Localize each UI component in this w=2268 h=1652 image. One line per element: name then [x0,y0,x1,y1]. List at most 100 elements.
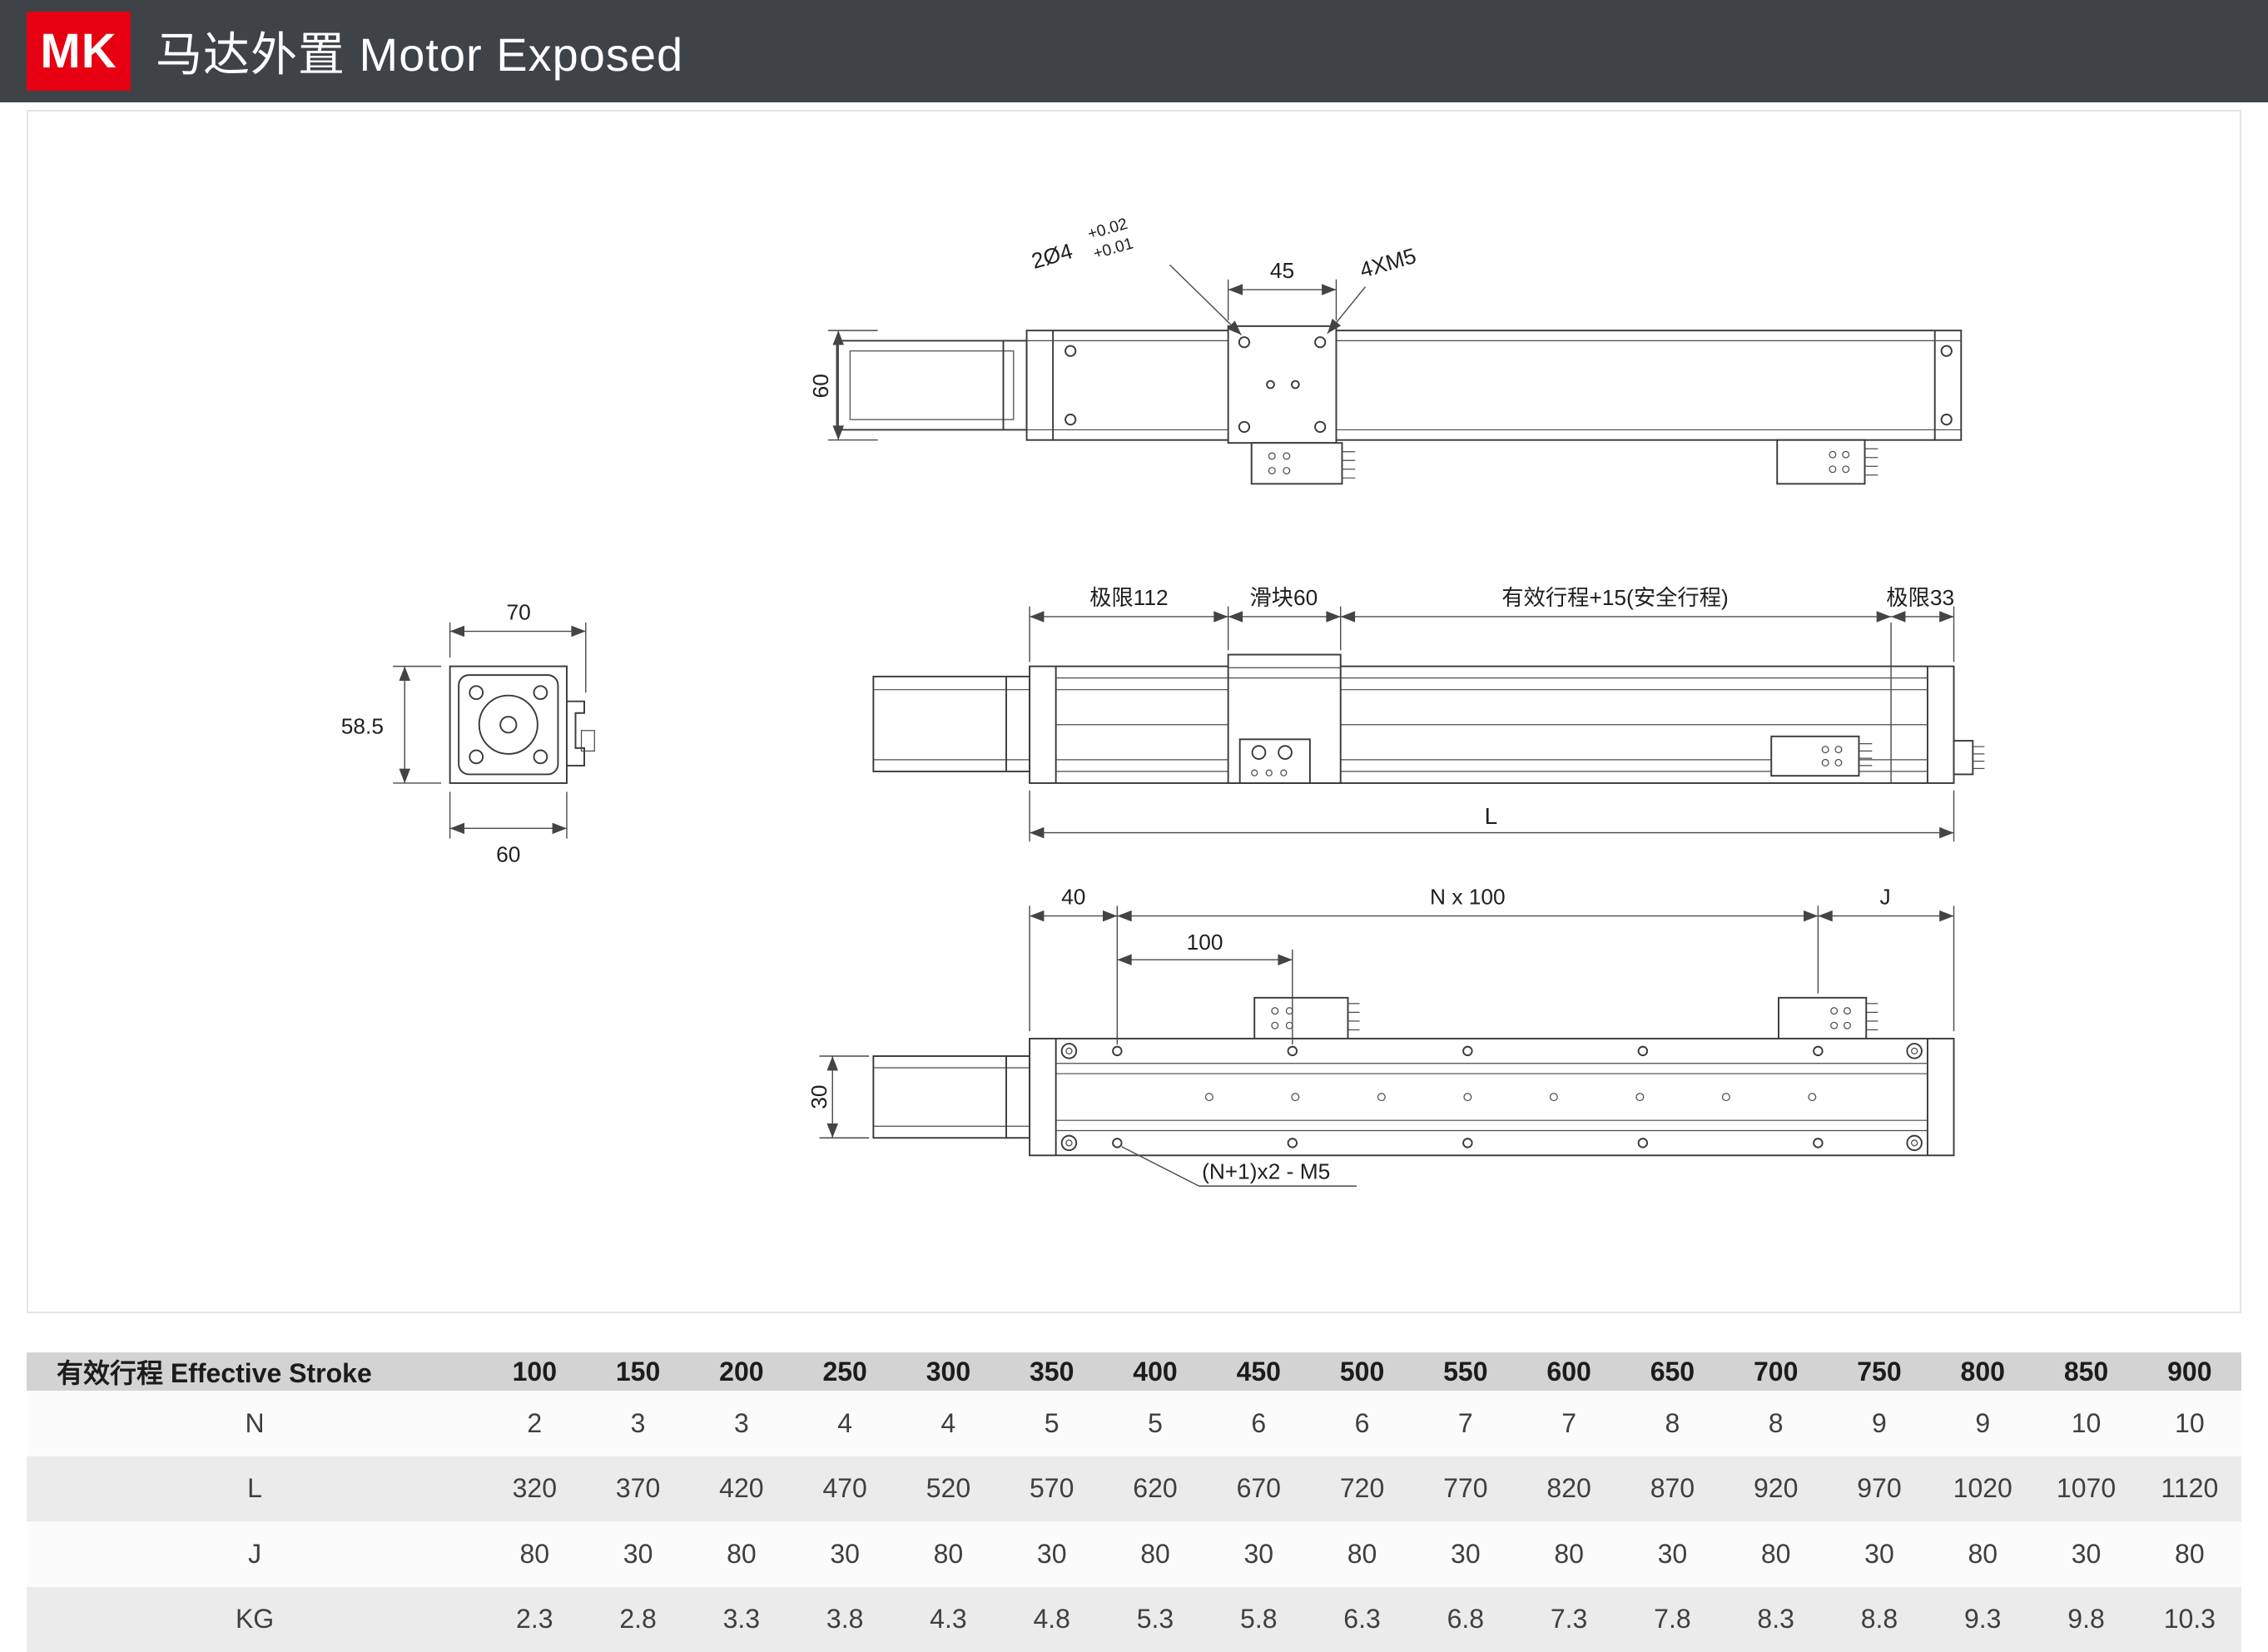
section-view [449,665,595,784]
sensor-block-side [1770,735,1860,777]
spec-cell: 4 [896,1391,1000,1456]
spec-cell: 520 [896,1456,1000,1521]
spec-cell: 4 [793,1391,897,1456]
spec-cell: 4.3 [896,1586,1000,1652]
dim-hole-callout: 2Ø4 [1029,238,1075,274]
dim-overall-length: L [1485,803,1498,829]
spec-cell: 30 [586,1521,690,1587]
dim-end-offset-j: J [1879,885,1890,910]
stroke-col-500: 500 [1310,1352,1414,1391]
spec-cell: 80 [1103,1521,1208,1587]
spec-cell: 4.8 [1000,1586,1104,1652]
motor-flange [458,674,559,776]
spec-cell: 30 [1207,1521,1311,1587]
stroke-col-550: 550 [1413,1352,1517,1391]
spec-cell: 7.3 [1516,1586,1621,1652]
spec-cell: 2.3 [483,1586,587,1652]
motor-side [872,675,1031,772]
spec-cell: 8 [1620,1391,1725,1456]
stroke-col-700: 700 [1724,1352,1828,1391]
stroke-col-900: 900 [2137,1352,2241,1391]
spec-cell: 2.8 [586,1586,690,1652]
stroke-col-650: 650 [1620,1352,1725,1391]
carriage-side [1227,653,1342,784]
spec-cell: 3.3 [689,1586,793,1652]
spec-cell: 720 [1310,1456,1414,1521]
carriage-top [1227,325,1337,444]
end-connector-side [1953,740,1974,776]
sensor-block-top [1776,439,1866,485]
row-label-J: J [27,1521,484,1587]
spec-cell: 2 [483,1391,587,1456]
stroke-col-600: 600 [1516,1352,1621,1391]
row-label-L: L [27,1456,484,1521]
spec-cell: 80 [896,1521,1000,1587]
dim-slider: 滑块60 [1249,585,1318,610]
dim-pitch-100: 100 [1187,930,1223,955]
spec-cell: 7.8 [1620,1586,1725,1652]
spec-cell: 370 [586,1456,690,1521]
spec-cell: 820 [1516,1456,1621,1521]
spec-cell: 470 [793,1456,897,1521]
spec-cell: 620 [1103,1456,1208,1521]
stroke-col-200: 200 [689,1352,793,1391]
spec-cell: 10 [2034,1391,2138,1456]
stroke-col-150: 150 [586,1352,690,1391]
section-body [449,665,568,784]
spec-cell: 5 [1103,1391,1208,1456]
row-label-N: N [27,1391,484,1456]
stroke-col-750: 750 [1827,1352,1932,1391]
stroke-col-400: 400 [1103,1352,1208,1391]
spec-cell: 9.8 [2034,1586,2138,1652]
spec-cell: 7 [1516,1391,1621,1456]
stroke-col-850: 850 [2034,1352,2138,1391]
side-view [872,622,1985,784]
spec-cell: 30 [2034,1521,2138,1587]
motor-top [836,340,1028,431]
dim-section-height: 58.5 [341,713,384,738]
stroke-col-250: 250 [793,1352,897,1391]
spec-cell: 9 [1827,1391,1932,1456]
spec-cell: 30 [1620,1521,1725,1587]
sensor-rail-bracket [566,700,585,766]
dim-section-body-width: 60 [496,842,520,867]
spec-cell: 6.3 [1310,1586,1414,1652]
spec-cell: 770 [1413,1456,1517,1521]
spec-cell: 3 [689,1391,793,1456]
spec-cell: 6 [1207,1391,1311,1456]
spec-cell: 3 [586,1391,690,1456]
spec-cell: 5.8 [1207,1586,1311,1652]
spec-cell: 6 [1310,1391,1414,1456]
rail-top [1025,330,1963,441]
spec-cell: 8.8 [1827,1586,1932,1652]
dim-width-30: 30 [806,1084,831,1109]
motor-bottom [872,1055,1031,1139]
spec-cell: 5 [1000,1391,1104,1456]
drawing-panel: 60 45 2Ø4 +0.02 +0.01 4XM5 [27,110,2241,1313]
dim-limit-left: 极限112 [1089,585,1169,610]
header-bar: MK 马达外置 Motor Exposed [0,0,2268,102]
dim-effective-stroke: 有效行程+15(安全行程) [1501,585,1729,610]
spec-cell: 80 [1931,1521,2035,1587]
spec-cell: 970 [1827,1456,1932,1521]
spec-cell: 80 [689,1521,793,1587]
spec-cell: 80 [1516,1521,1621,1587]
stroke-col-300: 300 [896,1352,1000,1391]
spec-cell: 570 [1000,1456,1104,1521]
spec-cell: 420 [689,1456,793,1521]
section-view-dimensions: 70 58.5 60 [341,599,587,867]
sensor-block-bottom [1778,996,1868,1039]
dim-limit-right: 极限33 [1886,585,1954,610]
dim-section-width-70: 70 [506,599,530,624]
page-title: 马达外置 Motor Exposed [156,28,684,81]
spec-cell: 30 [793,1521,897,1587]
spec-cell: 30 [1827,1521,1932,1587]
spec-cell: 8 [1724,1391,1828,1456]
technical-drawing: 60 45 2Ø4 +0.02 +0.01 4XM5 [341,216,1985,1187]
